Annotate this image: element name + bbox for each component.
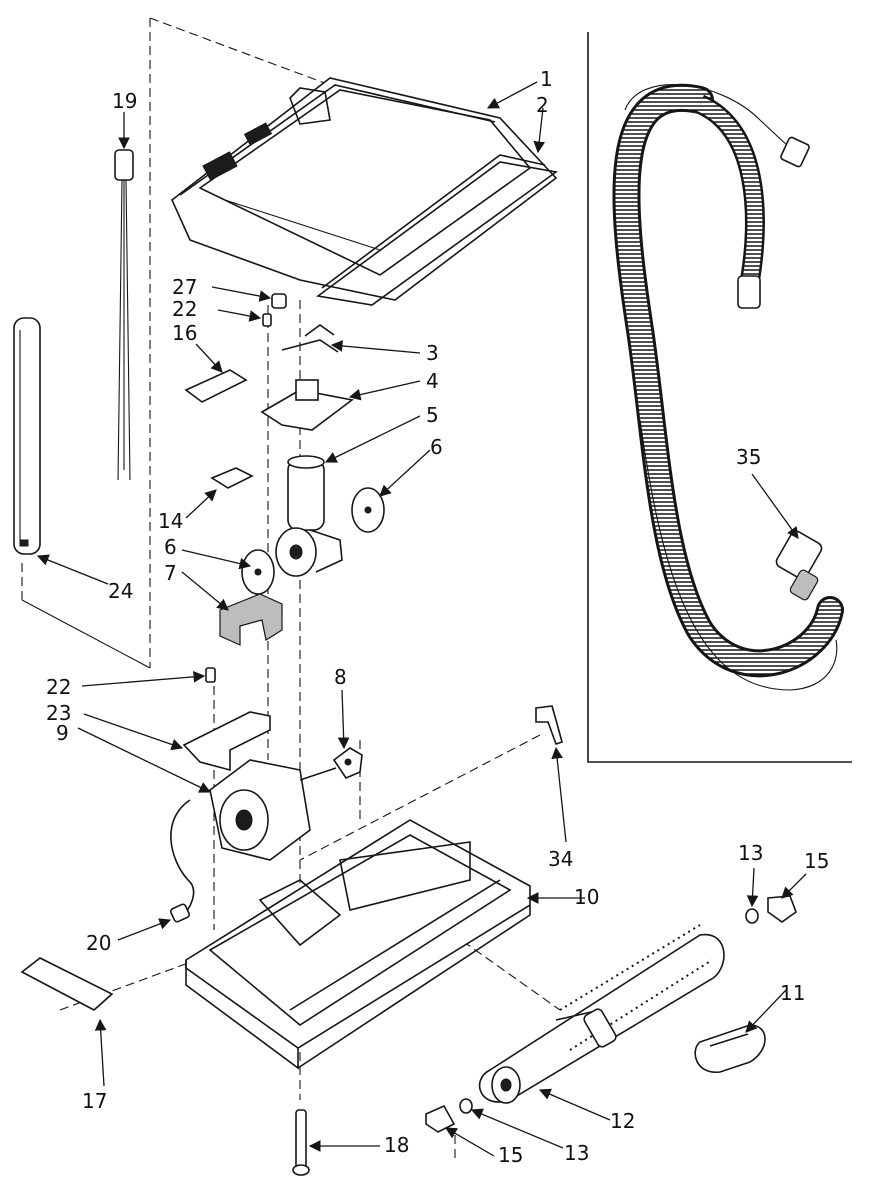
part-6-fan-disc-left (241, 549, 275, 595)
callout-15-right: 15 (804, 849, 829, 873)
part-15-end-cap-left (425, 1104, 456, 1133)
part-15-end-cap-right (767, 895, 797, 923)
callout-23: 23 (46, 701, 71, 725)
callout-6-upper: 6 (430, 435, 443, 459)
callout-18: 18 (384, 1133, 409, 1157)
callout-leaders (36, 81, 807, 1157)
callout-10: 10 (574, 885, 599, 909)
part-34-clip (535, 705, 563, 746)
part-24-handle (13, 317, 41, 555)
callout-2: 2 (536, 93, 549, 117)
callout-13-left: 13 (564, 1141, 589, 1165)
part-12-brush-roll (478, 924, 725, 1104)
part-22-screw-lower (205, 667, 216, 683)
callout-11: 11 (780, 981, 805, 1005)
part-7-filter (219, 593, 283, 646)
callout-22-lower: 22 (46, 675, 71, 699)
callout-27: 27 (172, 275, 197, 299)
part-23-bracket (182, 711, 271, 772)
part-27-nut (271, 293, 287, 309)
part-16-pad (184, 369, 248, 403)
part-8-mount (332, 747, 363, 779)
part-13-washer-left (459, 1098, 473, 1114)
callout-labels: 1 2 3 4 5 6 6 7 8 9 10 11 12 13 13 14 15… (46, 67, 829, 1167)
callout-12: 12 (610, 1109, 635, 1133)
callout-8: 8 (334, 665, 347, 689)
callout-6-lower: 6 (164, 535, 177, 559)
callout-4: 4 (426, 369, 439, 393)
callout-15-left: 15 (498, 1143, 523, 1167)
part-10-base (185, 819, 531, 1070)
part-11-belt (694, 1024, 766, 1073)
callout-24: 24 (108, 579, 133, 603)
part-18-screw (292, 1109, 310, 1176)
part-9-motor (169, 759, 337, 923)
part-17-plate (20, 957, 114, 1011)
callout-22-upper: 22 (172, 297, 197, 321)
part-19-cord (114, 149, 134, 481)
part-14-pad (210, 467, 254, 489)
callout-34: 34 (548, 847, 573, 871)
callout-5: 5 (426, 403, 439, 427)
callout-17: 17 (82, 1089, 107, 1113)
part-22-screw-upper (262, 313, 272, 327)
callout-14: 14 (158, 509, 183, 533)
callout-1: 1 (540, 67, 553, 91)
part-6-fan-disc-right (351, 487, 385, 533)
hose-inset-frame (587, 32, 852, 763)
part-13-washer-right (745, 908, 759, 924)
callout-35: 35 (736, 445, 761, 469)
part-5-fan-housing (275, 455, 343, 577)
top-cover (171, 77, 558, 301)
part-3-clip (281, 324, 339, 353)
callout-9: 9 (56, 721, 69, 745)
part-4-bracket (260, 379, 354, 431)
cover-gasket (316, 154, 558, 306)
callout-16: 16 (172, 321, 197, 345)
callout-3: 3 (426, 341, 439, 365)
callout-19: 19 (112, 89, 137, 113)
callout-20: 20 (86, 931, 111, 955)
callout-13-right: 13 (738, 841, 763, 865)
hose-assembly (612, 83, 844, 691)
callout-7: 7 (164, 561, 177, 585)
